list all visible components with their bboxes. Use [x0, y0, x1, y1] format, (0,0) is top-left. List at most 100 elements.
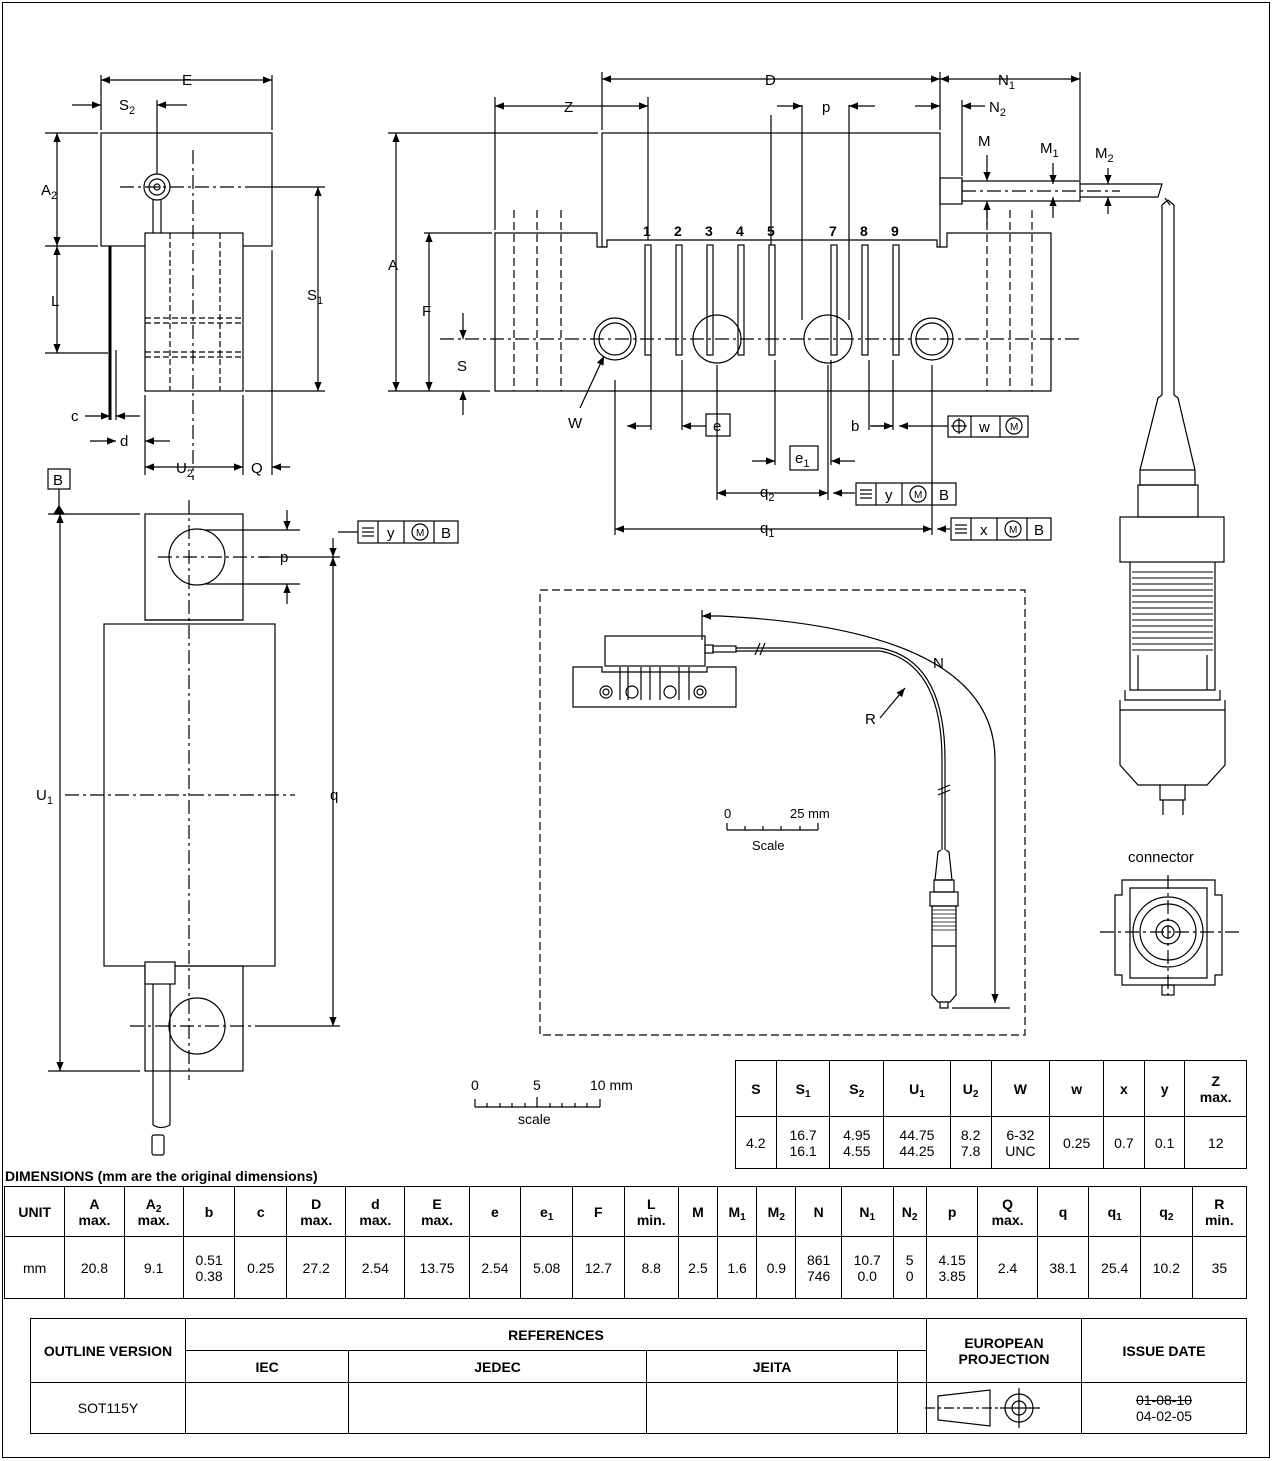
tol-left-b: B	[441, 525, 451, 542]
pin-number: 4	[736, 223, 744, 239]
table-header: x	[1103, 1060, 1145, 1117]
label-U1: U1	[36, 787, 53, 807]
table-cell: 12.7	[571, 1236, 625, 1299]
issue-date-value: 01-08-10 04-02-05	[1081, 1382, 1247, 1434]
label-B: B	[53, 472, 63, 489]
label-M2: M2	[1095, 145, 1114, 165]
extra-value	[897, 1382, 927, 1434]
label-scale-inner-0: 0	[724, 806, 731, 821]
table-cell: 2.4	[977, 1236, 1038, 1299]
references-header: REFERENCES	[185, 1318, 927, 1351]
jedec-value	[348, 1382, 647, 1434]
top-view	[47, 468, 340, 1156]
table-header: S	[735, 1060, 777, 1117]
table-header: M	[677, 1186, 719, 1237]
labels: E S2 A2 L S1 c d U2 Q B U1 q p D Z p N1 …	[36, 72, 1194, 1127]
label-scale-0: 0	[471, 1077, 479, 1093]
table-cell: 0.25	[234, 1236, 288, 1299]
table-cell: 38.1	[1036, 1236, 1090, 1299]
table-cell: 20.8	[64, 1236, 125, 1299]
table-header: b	[182, 1186, 236, 1237]
table-header: S2	[829, 1060, 885, 1117]
label-M: M	[978, 133, 991, 150]
jeita-value	[645, 1382, 899, 1434]
table-header: p	[925, 1186, 979, 1237]
table-cell: 13.75	[404, 1236, 470, 1299]
table-cell: 35	[1191, 1236, 1248, 1299]
table-header: q	[1036, 1186, 1090, 1237]
table-cell: 2.5	[677, 1236, 719, 1299]
tolerance-frame-q1	[950, 517, 1052, 541]
label-N1: N1	[998, 72, 1015, 92]
table-header: c	[234, 1186, 288, 1237]
label-L: L	[51, 293, 59, 310]
tolerance-frame-left	[338, 520, 459, 544]
label-q: q	[330, 787, 338, 804]
table-header: y	[1143, 1060, 1186, 1117]
table-cell: 9.1	[123, 1236, 184, 1299]
tol-left-m: M	[416, 528, 424, 539]
fiber-connector	[1100, 394, 1240, 996]
label-F: F	[422, 303, 431, 320]
label-Q: Q	[251, 460, 263, 477]
iec-header: IEC	[184, 1350, 350, 1383]
table-cell: 8.8	[623, 1236, 679, 1299]
issue-date-new: 04-02-05	[1135, 1408, 1193, 1424]
label-A2: A2	[41, 182, 57, 202]
tol-q2-b: B	[939, 487, 949, 504]
pin-number: 5	[767, 223, 775, 239]
table-header: N2	[892, 1186, 927, 1237]
table-cell: 2.54	[345, 1236, 406, 1299]
label-W: W	[568, 415, 583, 432]
label-A: A	[388, 257, 398, 274]
label-N2: N2	[989, 99, 1006, 119]
label-p-top: p	[822, 99, 830, 116]
tol-w-w: w	[978, 419, 990, 436]
tol-q2-m: M	[914, 490, 922, 501]
table-header: M2	[756, 1186, 797, 1237]
pin-number: 7	[829, 223, 837, 239]
issue-date-header: ISSUE DATE	[1081, 1318, 1247, 1383]
label-scale: scale	[518, 1111, 551, 1127]
table-cell: 12	[1184, 1116, 1247, 1169]
e-box	[705, 413, 731, 437]
table-cell: 0.9	[756, 1236, 797, 1299]
table-header: U2	[949, 1060, 992, 1117]
scale-bar	[474, 1097, 601, 1108]
table-header: e1	[520, 1186, 573, 1237]
pin-numbers: 1 2 3 4 5 7 8 9	[643, 223, 899, 239]
table-cell: 27.2	[286, 1236, 347, 1299]
tolerance-frame-q2	[855, 482, 957, 506]
label-N: N	[933, 655, 944, 672]
table-cell: 1.6	[717, 1236, 758, 1299]
label-b: b	[851, 418, 859, 435]
extra-header	[897, 1350, 927, 1383]
label-Z: Z	[564, 99, 573, 116]
table-header: M1	[717, 1186, 758, 1237]
pin-number: 8	[860, 223, 868, 239]
outline-version-value: SOT115Y	[30, 1382, 186, 1434]
table-header: N	[795, 1186, 842, 1237]
table-header: w	[1049, 1060, 1105, 1117]
tol-q1-m: M	[1009, 525, 1017, 536]
dimensions-title: DIMENSIONS (mm are the original dimensio…	[5, 1168, 318, 1184]
pins	[644, 244, 900, 356]
pin-number: 9	[891, 223, 899, 239]
label-scale-5: 5	[533, 1077, 541, 1093]
projection-symbol-cell	[926, 1382, 1082, 1434]
label-e: e	[713, 418, 721, 435]
label-M1: M1	[1040, 140, 1059, 160]
tol-q1-b: B	[1034, 522, 1044, 539]
label-R: R	[865, 711, 876, 728]
